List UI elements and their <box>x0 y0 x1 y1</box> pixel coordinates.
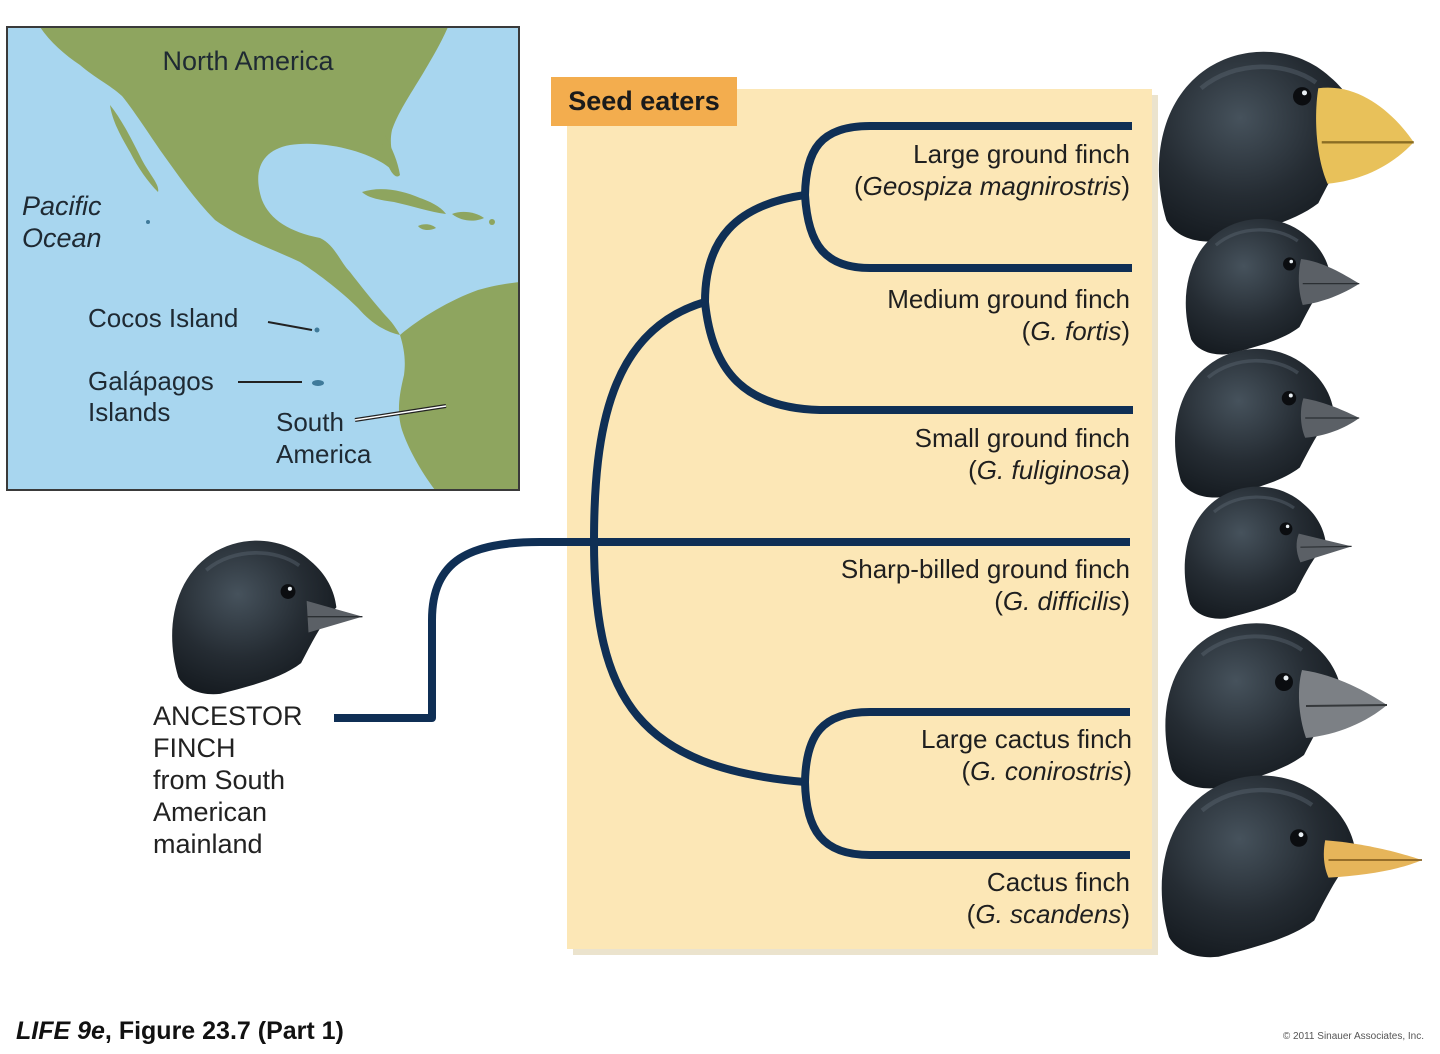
galapagos-islands-dot <box>312 380 324 386</box>
branch-cactus-clade-down <box>590 541 806 786</box>
branch-small-ground <box>701 301 1133 414</box>
branch-seed-clade-up <box>590 298 707 543</box>
branch-cactus <box>801 781 1130 859</box>
puerto-rico <box>489 219 495 225</box>
ancestor-label: ANCESTOR FINCH from South American mainl… <box>153 700 353 860</box>
finch-head-small-ground-icon <box>1173 347 1360 500</box>
galapagos-label-line2: Islands <box>88 397 170 427</box>
finch-head-cactus-icon <box>1162 776 1423 958</box>
branch-medium-ground <box>801 194 1132 272</box>
ancestor-label-line: American <box>153 797 268 827</box>
species-common-name: Large cactus finch <box>921 724 1132 754</box>
south-america-label-line1: South <box>276 407 344 437</box>
finch-head-ancestor-icon <box>170 538 363 697</box>
map: North America Pacific Ocean Cocos Island… <box>6 26 520 491</box>
ancestor-label-line: mainland <box>153 829 263 859</box>
tiny-island <box>146 220 150 224</box>
figure-caption: LIFE 9e, Figure 23.7 (Part 1) <box>16 1017 344 1046</box>
cocos-island-dot <box>314 327 320 333</box>
north-america-landmass <box>40 27 448 335</box>
species-common-name: Large ground finch <box>913 139 1130 169</box>
species-scientific-name: (G. fortis) <box>1022 316 1130 346</box>
pacific-ocean-label-line2: Ocean <box>22 223 102 253</box>
south-america-label-line2: America <box>276 439 372 469</box>
branch-large-cactus <box>801 708 1130 783</box>
south-america-landmass <box>398 282 519 490</box>
north-america-label: North America <box>162 46 334 76</box>
species-common-name: Small ground finch <box>915 423 1130 453</box>
species-scientific-name: (G. scandens) <box>967 899 1130 929</box>
cocos-island-label: Cocos Island <box>88 303 238 333</box>
species-scientific-name: (G. conirostris) <box>962 756 1133 786</box>
branch-large-ground <box>801 122 1132 196</box>
florida <box>382 135 400 177</box>
species-scientific-name: (G. fuliginosa) <box>968 455 1130 485</box>
baja-california <box>110 105 159 192</box>
map-border <box>6 26 520 491</box>
galapagos-label-line1: Galápagos <box>88 366 214 396</box>
cuba <box>362 189 446 214</box>
copyright-notice: © 2011 Sinauer Associates, Inc. <box>1282 1031 1424 1042</box>
branch-ancestor <box>334 538 594 722</box>
pacific-ocean-label-line1: Pacific <box>22 191 102 221</box>
species-common-name: Medium ground finch <box>887 284 1130 314</box>
hispaniola <box>452 211 484 221</box>
species-scientific-name: (Geospiza magnirostris) <box>854 171 1130 201</box>
caption-figure-number: , Figure 23.7 (Part 1) <box>104 1017 344 1045</box>
ancestor-label-line: FINCH <box>153 733 236 763</box>
ancestor-label-line: from South <box>153 765 286 795</box>
ancestor-label-line: ANCESTOR <box>153 701 303 731</box>
map-land <box>40 27 519 490</box>
species-common-name: Sharp-billed ground finch <box>841 554 1130 584</box>
finch-head-medium-ground-icon <box>1184 217 1360 357</box>
seed-eaters-panel <box>567 89 1152 949</box>
cocos-leader-line <box>267 321 313 331</box>
jamaica <box>418 224 436 231</box>
finch-head-large-ground-icon <box>1159 52 1414 242</box>
species-labels: Large ground finch (Geospiza magnirostri… <box>841 139 1132 929</box>
species-common-name: Cactus finch <box>987 867 1130 897</box>
finch-head-sharp-billed-icon <box>1183 484 1352 621</box>
species-scientific-name: (G. difficilis) <box>994 586 1130 616</box>
caption-book-title: LIFE 9e <box>16 1017 105 1045</box>
phylogenetic-tree <box>334 122 1133 859</box>
finch-head-large-cactus-icon <box>1163 621 1388 791</box>
branch-ground-node-up <box>701 191 806 303</box>
seed-eaters-title: Seed eaters <box>551 77 737 126</box>
